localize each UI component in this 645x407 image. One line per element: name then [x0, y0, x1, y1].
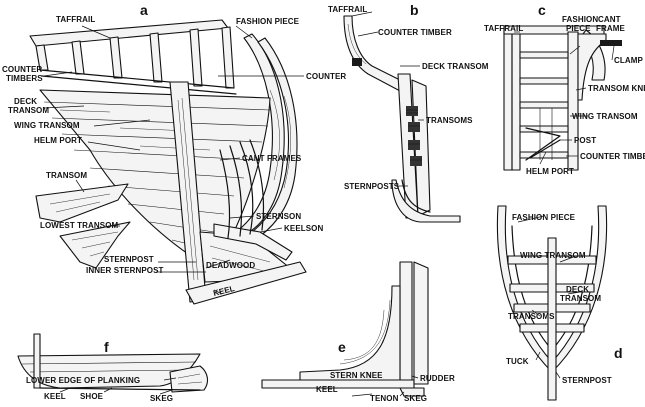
label-e-rudder: RUDDER	[420, 374, 455, 383]
panel-a-letter: a	[140, 2, 148, 18]
label-c-transom-knee: TRANSOM KNEE	[588, 84, 645, 93]
hull-planking-drawing	[39, 89, 271, 263]
label-a-wing-transom: WING TRANSOM	[14, 121, 80, 130]
label-c-cant-frame-1: CANT	[598, 15, 621, 24]
label-e-stern-knee: STERN KNEE	[330, 371, 383, 380]
label-a-transom: TRANSOM	[46, 171, 87, 180]
panel-b-letter: b	[410, 2, 419, 18]
counter-timbers-drawing	[35, 26, 237, 95]
label-d-fashion-piece: FASHION PIECE	[512, 213, 576, 222]
panel-d-letter: d	[614, 345, 623, 361]
label-c-clamp: CLAMP	[614, 56, 644, 65]
label-d-tuck: TUCK	[506, 357, 529, 366]
label-a-keelson: KEELSON	[284, 224, 323, 233]
label-a-deadwood: DEADWOOD	[206, 261, 255, 270]
label-a-sternson: STERNSON	[256, 212, 301, 221]
label-f-lower-edge: LOWER EDGE OF PLANKING	[26, 376, 140, 385]
panel-d: d FASHION PIECE WING TRANSOM DECK TRANSO…	[496, 205, 623, 401]
label-a-inner-sternpost: INNER STERNPOST	[86, 266, 164, 275]
label-e-skeg: SKEG	[404, 394, 427, 403]
clamp-drawing	[600, 40, 622, 46]
label-c-post: POST	[574, 136, 596, 145]
label-a-deck-transom-1: DECK	[14, 97, 37, 106]
panel-b: b TAFFRAIL COUNTER TIMBER DECK TRANSOM T…	[328, 2, 489, 223]
label-f-keel: KEEL	[44, 392, 66, 401]
label-a-taffrail: TAFFRAIL	[56, 15, 95, 24]
rudder-drawing	[413, 261, 429, 385]
label-b-deck-transom: DECK TRANSOM	[422, 62, 489, 71]
label-d-deck-transom-2: TRANSOM	[560, 294, 601, 303]
keel-drawing	[185, 261, 307, 305]
label-c-helm-port: HELM PORT	[526, 167, 574, 176]
panel-c: c TAFFRAIL FASHION	[484, 2, 645, 176]
stern-knee-drawing	[299, 285, 401, 381]
label-c-cant-frame-2: FRAME	[596, 24, 626, 33]
label-c-taffrail: TAFFRAIL	[484, 24, 523, 33]
label-c-fashion-piece-1: FASHION	[562, 15, 598, 24]
label-a-cant-frames: CANT FRAMES	[242, 154, 302, 163]
label-c-counter-timber: COUNTER TIMBER	[580, 152, 645, 161]
panel-e: e STERN KNEE RUDDER KEEL TENON SKEG	[261, 261, 455, 403]
label-a-sternpost: STERNPOST	[104, 255, 154, 264]
panel-f: f LOWER EDGE OF PLANKING KEEL SHOE SKEG	[17, 333, 209, 403]
label-a-helm-port: HELM PORT	[34, 136, 82, 145]
label-d-wing-transom: WING TRANSOM	[520, 251, 586, 260]
transom-piece-drawing	[35, 183, 129, 223]
label-a-fashion-piece: FASHION PIECE	[236, 17, 300, 26]
label-d-sternpost: STERNPOST	[562, 376, 612, 385]
helm-port-drawing	[525, 127, 561, 161]
transoms-drawing	[406, 106, 422, 166]
label-c-fashion-piece-2: PIECE	[566, 24, 591, 33]
cant-frames-drawing	[219, 139, 265, 239]
label-a-lowest-transom: LOWEST TRANSOM	[40, 221, 119, 230]
deck-transom-block-drawing	[352, 58, 362, 66]
label-e-keel: KEEL	[316, 385, 338, 394]
small-boat-stern-drawing	[169, 365, 209, 393]
label-a-counter: COUNTER	[306, 72, 346, 81]
label-b-taffrail: TAFFRAIL	[328, 5, 367, 14]
label-d-transoms: TRANSOMS	[508, 312, 555, 321]
label-d-deck-transom-1: DECK	[566, 285, 589, 294]
label-f-shoe: SHOE	[80, 392, 104, 401]
label-b-transoms: TRANSOMS	[426, 116, 473, 125]
fashion-piece-c-drawing	[567, 31, 579, 171]
transoms-c-drawing	[519, 51, 569, 159]
sternpost-d-drawing	[547, 237, 557, 401]
label-b-counter-timber: COUNTER TIMBER	[378, 28, 452, 37]
label-e-tenon: TENON	[370, 394, 399, 403]
label-a-deck-transom-2: TRANSOM	[8, 106, 49, 115]
keel-e-drawing	[261, 379, 415, 389]
label-a-counter-timbers-2: TIMBERS	[6, 74, 43, 83]
panel-c-letter: c	[538, 2, 546, 18]
label-f-skeg: SKEG	[150, 394, 173, 403]
panel-e-letter: e	[338, 339, 346, 355]
label-c-wing-transom: WING TRANSOM	[572, 112, 638, 121]
panel-f-letter: f	[104, 339, 109, 355]
sternpost-e-drawing	[399, 261, 413, 381]
panel-a: a	[2, 2, 346, 305]
label-a-counter-timbers-1: COUNTER	[2, 65, 42, 74]
label-b-sternposts: STERNPOSTS	[344, 182, 400, 191]
